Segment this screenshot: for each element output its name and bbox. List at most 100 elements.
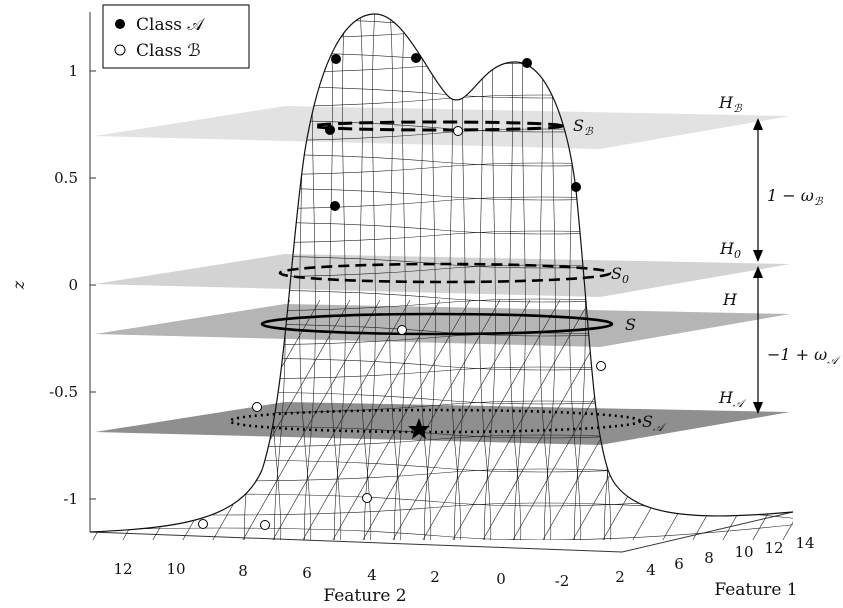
mesh-line (90, 196, 793, 214)
feature1-ticks: 2 4 6 8 10 12 14 (615, 534, 814, 586)
z-axis-ticks: 1 0.5 0 -0.5 -1 (49, 62, 96, 508)
arrow-head (753, 266, 763, 278)
mesh-line (90, 162, 793, 180)
mesh-line (269, 299, 411, 540)
mesh-line (90, 149, 793, 167)
label-h-0: H0 (719, 239, 741, 261)
planes (95, 106, 790, 445)
mesh-line (90, 183, 793, 201)
y-tick-label: 2 (615, 568, 625, 586)
class-a-point (411, 53, 421, 63)
mesh-line (90, 502, 793, 520)
x-axis-label: Feature 2 (323, 586, 406, 606)
x-tick-label: 12 (113, 560, 132, 578)
x-axis-line (89, 531, 623, 553)
mesh-line (514, 14, 530, 540)
mesh-line (389, 299, 531, 540)
mesh-line (209, 299, 351, 540)
class-b-point (198, 519, 208, 529)
mesh-line (90, 81, 793, 99)
feature2-ticks: 12 10 8 6 4 2 0 -2 (113, 560, 569, 590)
mesh-line (239, 299, 381, 540)
z-tick-label: -0.5 (49, 383, 78, 401)
class-a-point (571, 182, 581, 192)
mesh-line (419, 299, 561, 540)
mesh-line (90, 217, 793, 235)
mesh-line (779, 299, 793, 540)
mesh-line (90, 489, 793, 507)
class-b-point (362, 493, 372, 503)
mesh-line (304, 14, 320, 540)
y-tick-label: 6 (674, 555, 684, 573)
z-tick-label: 0 (68, 276, 78, 294)
plane-h-a (95, 402, 790, 445)
plane-h-0 (95, 254, 790, 297)
class-b-point (260, 520, 270, 530)
level-set-s-a (228, 408, 642, 434)
mesh-line (90, 94, 793, 112)
gap-label-b: 1 − ωℬ (767, 186, 824, 208)
label-s: S (625, 315, 636, 334)
x-tick-label: 2 (430, 568, 440, 586)
legend-box (102, 4, 250, 69)
mesh-line (810, 300, 843, 545)
arrow-head (753, 250, 763, 262)
y-axis-label: Feature 1 (714, 580, 797, 600)
level-sets (228, 120, 642, 434)
z-tick-label: 1 (68, 62, 78, 80)
legend-label-class-b: Class ℬ (136, 41, 201, 61)
legend-marker-class-b (114, 44, 126, 56)
mesh-line (719, 299, 793, 540)
arrow-head (753, 118, 763, 130)
mesh-line (454, 14, 470, 540)
legend-marker-class-a (115, 19, 125, 29)
x-tick-label: 4 (367, 566, 377, 584)
mesh-line (90, 366, 793, 384)
y-tick-label: 8 (704, 549, 714, 567)
y-tick-label: 14 (795, 534, 814, 552)
mesh-line (90, 455, 793, 473)
class-b-point (252, 402, 262, 412)
label-h: H (722, 290, 738, 309)
label-h-b: Hℬ (718, 93, 743, 115)
mesh-line (479, 14, 492, 540)
mesh-line (90, 523, 793, 540)
z-axis-label: z (9, 280, 28, 290)
arrow-head (753, 402, 763, 414)
mesh-line (329, 14, 342, 540)
data-points (198, 53, 606, 530)
y-tick-label: 10 (734, 543, 753, 561)
label-h-a: H𝒜 (718, 388, 747, 410)
gap-label-a: −1 + ω𝒜 (767, 345, 841, 367)
level-set-s-b (312, 120, 564, 132)
level-set-s-0 (278, 262, 612, 284)
plane-h-b (95, 106, 790, 149)
x-tick-label: 0 (496, 570, 506, 588)
class-a-point (330, 201, 340, 211)
level-set-s (260, 312, 614, 336)
class-b-point (596, 361, 606, 371)
axes-frame (89, 12, 794, 553)
class-a-point (522, 58, 532, 68)
x-tick-label: 6 (302, 564, 312, 582)
legend-label-class-a: Class 𝒜 (136, 15, 205, 35)
gap-arrows (753, 118, 763, 414)
y-tick-label: 4 (646, 561, 656, 579)
x-tick-label: 10 (166, 560, 185, 578)
mesh-line (90, 468, 793, 486)
z-tick-label: -1 (63, 490, 78, 508)
label-s-0: S0 (611, 264, 629, 286)
z-tick-label: 0.5 (54, 169, 78, 187)
mesh-line (90, 230, 793, 248)
y-axis-line (621, 511, 794, 553)
mesh-line (749, 299, 793, 540)
class-b-point (453, 126, 463, 136)
plane-labels: Hℬ H0 H H𝒜 (718, 93, 747, 410)
label-s-b: Sℬ (573, 116, 594, 138)
class-a-point (325, 125, 335, 135)
class-a-point (331, 54, 341, 64)
x-tick-label: -2 (555, 572, 570, 590)
x-tick-label: 8 (238, 562, 248, 580)
